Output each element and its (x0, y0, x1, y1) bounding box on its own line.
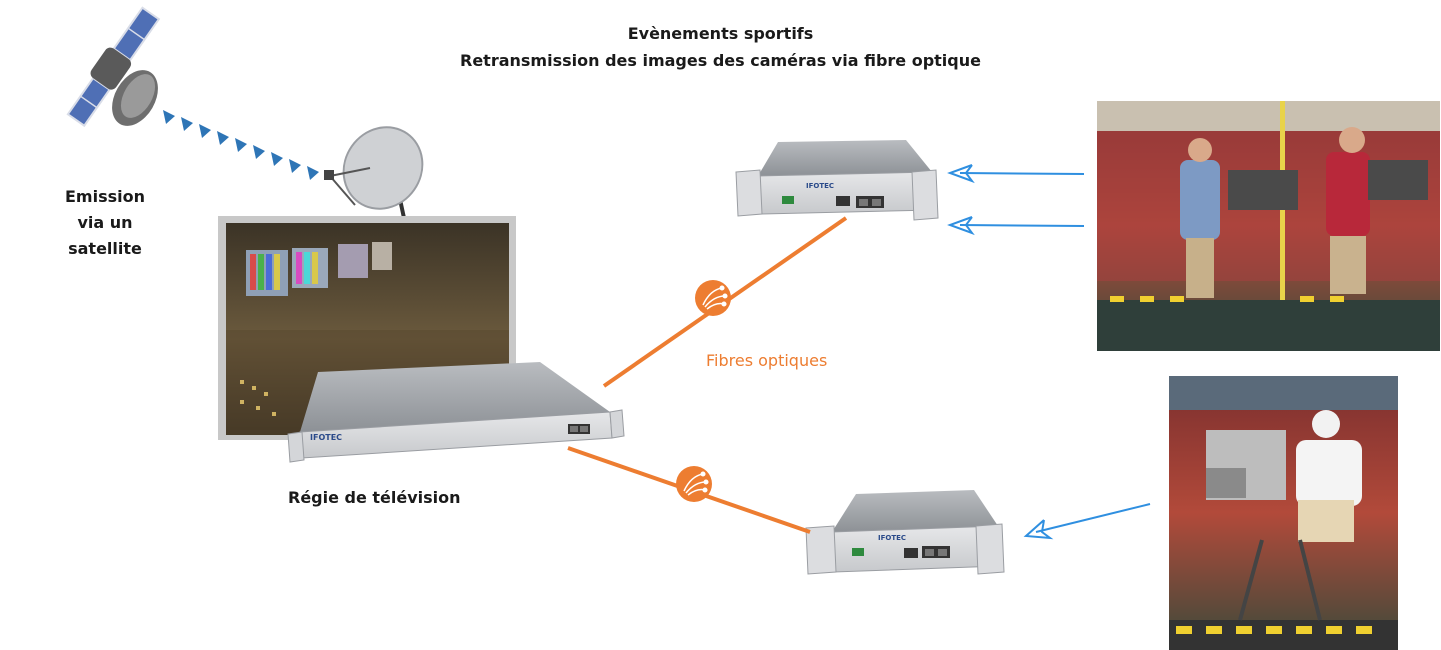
signal-beam (163, 110, 319, 180)
fiber-icon (683, 471, 709, 496)
media-converter-top: IFOTEC (735, 140, 939, 221)
diagram-title: Evènements sportifs (627, 24, 814, 43)
camera-operator-photo (1169, 376, 1398, 650)
satellite-label-line1: Emission (65, 187, 145, 206)
rack-brand-logo: IFOTEC (310, 433, 342, 442)
converter-brand-logo: IFOTEC (806, 182, 834, 190)
fiber-link-bottom (567, 446, 811, 534)
fiber-link-top (602, 216, 848, 388)
satellite-dish-icon (324, 126, 424, 219)
diagram-subtitle: Retransmission des images des caméras vi… (460, 51, 981, 70)
satellite-icon (66, 6, 161, 128)
satellite-label: Emission via un satellite (40, 184, 170, 262)
fiber-label: Fibres optiques (706, 351, 828, 370)
control-room-label: Régie de télévision (288, 488, 461, 507)
camera-operators-photo (1097, 101, 1440, 351)
camera-feed-arrows (947, 164, 1151, 540)
media-converter-bottom: IFOTEC (805, 490, 1005, 575)
converter-brand-logo: IFOTEC (878, 534, 906, 542)
rack-media-converter: IFOTEC (287, 362, 625, 463)
satellite-label-line2: via un satellite (68, 213, 142, 258)
fiber-icon (702, 285, 728, 310)
